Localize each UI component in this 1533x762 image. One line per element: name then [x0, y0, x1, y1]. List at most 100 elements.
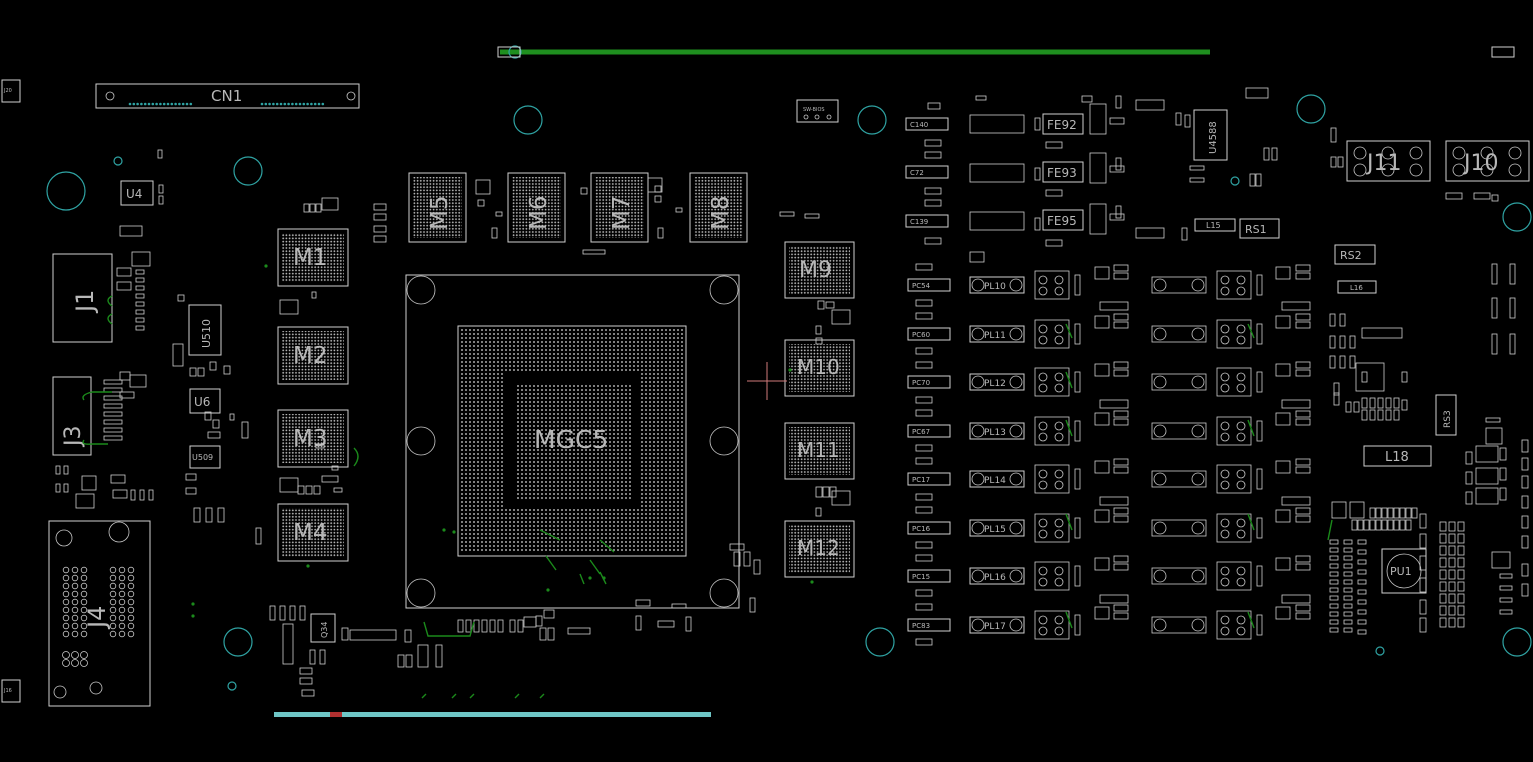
connector-cn1-pins	[128, 102, 325, 106]
mosfet	[1034, 610, 1070, 640]
cn1-pin	[181, 102, 185, 106]
smd-part	[915, 409, 933, 417]
chip-u509[interactable]: U509	[189, 445, 221, 469]
cap-pc67[interactable]: PC67	[907, 424, 951, 438]
connector-j20[interactable]: J20	[1, 79, 21, 103]
connector-j11[interactable]: J11	[1346, 140, 1431, 182]
inductor-pad	[1153, 327, 1167, 341]
j4-pin	[62, 651, 70, 659]
memory-chip-m8[interactable]: M8	[689, 172, 748, 243]
vrm-small	[1275, 412, 1291, 426]
inductor-pl14[interactable]: PL14	[969, 470, 1025, 488]
ferrite-fe92[interactable]: FE92	[1042, 113, 1084, 135]
memory-chip-m9-label: M9	[799, 258, 832, 283]
inductor-pl13[interactable]: PL13	[969, 422, 1025, 440]
inductor-pl11[interactable]: PL11	[969, 325, 1025, 343]
top-left-connector[interactable]	[497, 46, 521, 58]
cap-pc83[interactable]: PC83	[907, 618, 951, 632]
smd-part	[1339, 335, 1346, 349]
j4-pin	[62, 574, 70, 582]
inductor-pl10[interactable]: PL10	[969, 276, 1025, 294]
mosfet-pad	[1220, 335, 1230, 345]
memory-chip-m5[interactable]: M5	[408, 172, 467, 243]
switch-sw-bios[interactable]: SW-BIOS	[796, 99, 839, 123]
inductor-pl16-outline	[969, 567, 1025, 585]
smd-part	[119, 371, 131, 381]
memory-chip-m10[interactable]: M10	[784, 339, 855, 397]
ferrite-fe95[interactable]: FE95	[1042, 209, 1084, 231]
inductor-pl16[interactable]: PL16	[969, 567, 1025, 585]
mosfet-pad	[1038, 469, 1048, 479]
inductor-pl15[interactable]: PL15	[969, 519, 1025, 537]
top-right-connector[interactable]	[1491, 46, 1515, 58]
cap-pc16[interactable]: PC16	[907, 521, 951, 535]
connector-j4[interactable]: J4	[48, 520, 151, 707]
cap-pc70[interactable]: PC70	[907, 375, 951, 389]
cap-pc17[interactable]: PC17	[907, 472, 951, 486]
chip-u6[interactable]: U6	[189, 388, 221, 414]
cn1-pin	[159, 102, 162, 106]
ferrite-fe93[interactable]: FE93	[1042, 161, 1084, 183]
memory-chip-m3[interactable]: M3	[277, 409, 349, 468]
inductor-pl17[interactable]: PL17	[969, 616, 1025, 634]
resistor-rs1[interactable]: RS1	[1239, 218, 1280, 239]
memory-chip-m7[interactable]: M7	[590, 172, 649, 243]
connector-j3-label: J3	[61, 426, 86, 449]
inductor-l18[interactable]: L18	[1363, 445, 1432, 467]
memory-chip-m6[interactable]: M6	[507, 172, 566, 243]
smd-part	[1393, 409, 1400, 421]
mosfet-pad	[1054, 286, 1064, 296]
j4-pin	[109, 590, 117, 598]
mosfet-cap	[1256, 517, 1263, 539]
memory-chip-m2[interactable]: M2	[277, 326, 349, 385]
smd-part	[209, 361, 217, 371]
memory-chip-m1[interactable]: M1	[277, 228, 349, 287]
connector-j16[interactable]: J16	[1, 679, 21, 703]
chip-u510[interactable]: U510	[188, 304, 222, 356]
inductor-pl12[interactable]: PL12	[969, 373, 1025, 391]
connector-j10[interactable]: J10	[1445, 140, 1530, 182]
cap-c140[interactable]: C140	[905, 117, 949, 131]
gpu-chip-mgc5[interactable]: MGC5	[405, 274, 740, 609]
chip-pu1[interactable]: PU1	[1381, 548, 1427, 594]
mounting-hole	[46, 171, 86, 211]
mounting-hole	[857, 105, 887, 135]
memory-chip-m11[interactable]: M11	[784, 422, 855, 480]
inductor-l16[interactable]: L16	[1337, 280, 1377, 294]
smd-part	[1445, 192, 1463, 200]
pl-pad	[1009, 327, 1023, 341]
smd-part	[435, 644, 443, 668]
green-via	[452, 530, 456, 534]
connector-j1[interactable]: J1	[52, 253, 113, 343]
resistor-rs3[interactable]: RS3	[1435, 394, 1457, 436]
memory-chip-m12[interactable]: M12	[784, 520, 855, 578]
smd-part	[1115, 95, 1122, 109]
j4-pin	[118, 590, 126, 598]
resistor-rs2-label: RS2	[1340, 249, 1362, 262]
cn1-pin	[298, 102, 302, 106]
connector-cn1[interactable]: CN1	[95, 83, 360, 109]
green-via	[191, 614, 195, 618]
cap-pc60[interactable]: PC60	[907, 327, 951, 341]
chip-q34[interactable]: Q34	[310, 613, 336, 643]
cap-pc15[interactable]: PC15	[907, 569, 951, 583]
j4-pin	[109, 574, 117, 582]
resistor-rs2[interactable]: RS2	[1334, 244, 1376, 265]
cap-pc54[interactable]: PC54	[907, 278, 951, 292]
connector-j3[interactable]: J3	[52, 376, 92, 456]
mounting-holes	[46, 94, 1532, 691]
chip-u4588[interactable]: U4588	[1193, 109, 1228, 161]
inductor-l15[interactable]: L15	[1194, 218, 1236, 232]
cn1-pin	[268, 102, 271, 106]
memory-chip-m4[interactable]: M4	[277, 503, 349, 562]
memory-chip-m9[interactable]: M9	[784, 241, 855, 299]
cap-c72[interactable]: C72	[905, 165, 949, 179]
mosfet-pad	[1236, 286, 1246, 296]
smd-part	[207, 431, 221, 439]
mosfet	[1034, 270, 1070, 300]
j4-pin	[127, 566, 135, 574]
chip-u4[interactable]: U4	[120, 180, 154, 206]
cap-c139[interactable]: C139	[905, 214, 949, 228]
